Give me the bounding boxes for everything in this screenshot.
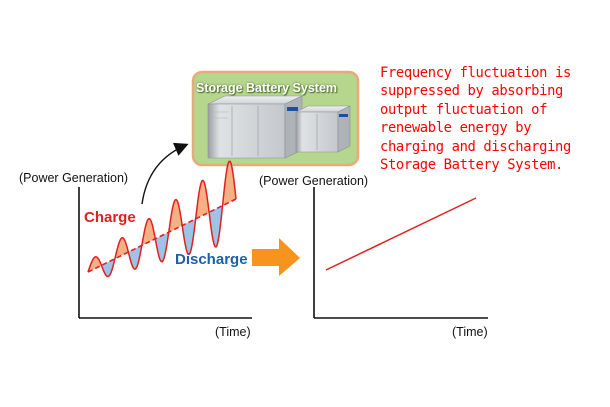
explanation-caption: Frequency fluctuation is suppressed by a…	[380, 65, 571, 174]
battery-cabinet-large	[207, 95, 303, 159]
right-x-axis-label: (Time)	[452, 325, 488, 339]
charge-area	[88, 161, 236, 272]
transform-arrow	[252, 238, 300, 276]
storage-battery-box	[191, 70, 360, 167]
left-y-axis-label: (Power Generation)	[19, 171, 129, 185]
right-chart	[313, 187, 488, 319]
battery-cabinet-small	[295, 105, 351, 153]
battery-system-title: Storage Battery System	[196, 81, 338, 95]
left-chart	[78, 160, 252, 319]
right-y-axis-label: (Power Generation)	[259, 174, 369, 188]
smoothed-output-line	[325, 197, 477, 271]
curved-arrow	[141, 142, 189, 205]
discharge-area	[88, 199, 236, 277]
left-x-axis-label: (Time)	[215, 325, 251, 339]
discharge-label: Discharge	[175, 251, 248, 268]
charge-label: Charge	[84, 209, 136, 226]
fluctuating-output-curve	[87, 160, 237, 278]
trend-line-dashed	[87, 198, 237, 273]
